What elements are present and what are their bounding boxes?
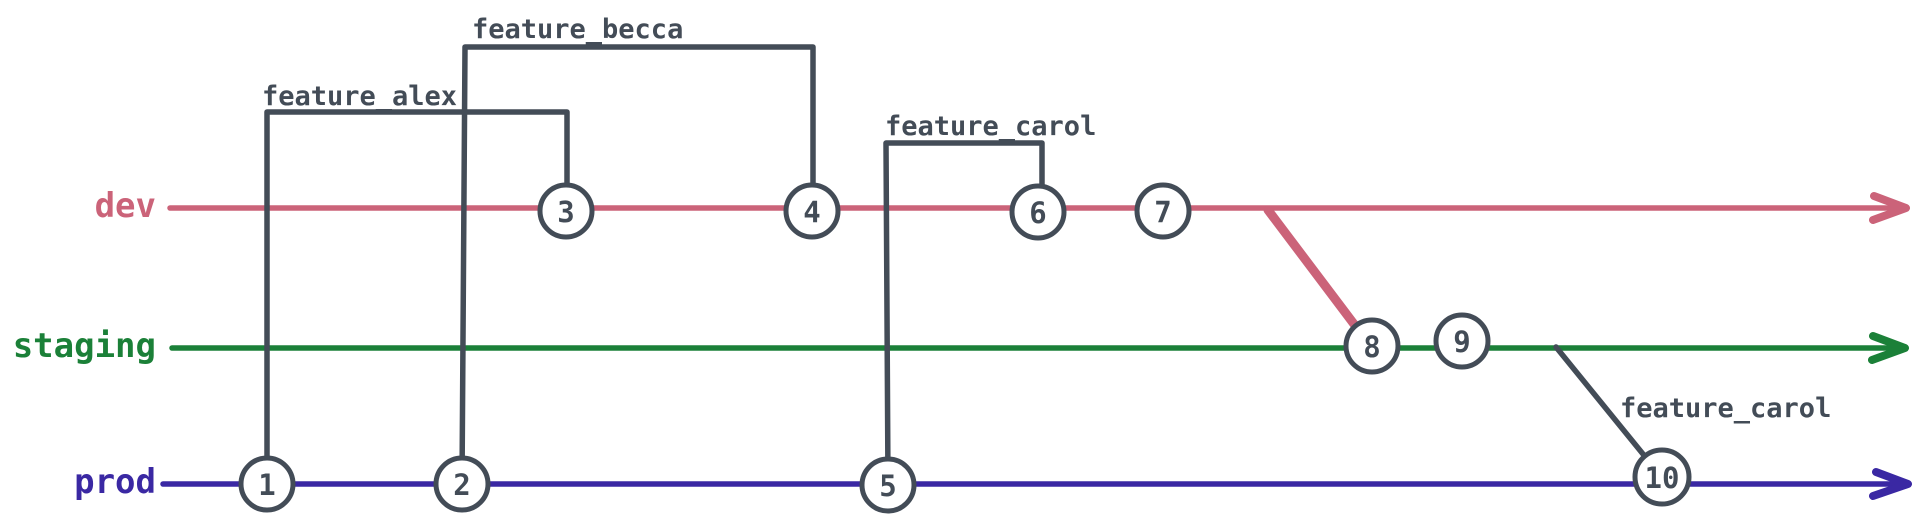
commit-node-8: 8 xyxy=(1343,317,1401,375)
commit-node-3: 3 xyxy=(537,182,595,240)
commit-node-9: 9 xyxy=(1433,312,1491,370)
feature-carol-2-path xyxy=(1553,344,1663,478)
feature-branch-becca: feature_becca xyxy=(459,14,816,487)
commit-circle xyxy=(859,456,917,514)
commit-node-6: 6 xyxy=(1009,183,1067,241)
commit-circle xyxy=(1433,312,1491,370)
prod-arrowhead-icon xyxy=(1869,468,1912,500)
commit-number: 8 xyxy=(1363,330,1380,364)
commit-number: 6 xyxy=(1029,196,1046,230)
commit-circle xyxy=(433,455,491,513)
feature-label-carol-2: feature_carol xyxy=(1620,393,1831,424)
commit-circle xyxy=(537,182,595,240)
feature-label-becca: feature_becca xyxy=(472,14,683,45)
commit-node-2: 2 xyxy=(433,455,491,513)
commit-number: 3 xyxy=(557,195,574,229)
commit-node-10: 10 xyxy=(1632,447,1692,507)
commit-number: 7 xyxy=(1154,195,1171,229)
commit-circle xyxy=(1343,317,1401,375)
dev-arrowhead-icon xyxy=(1869,192,1910,224)
feature-branch-carol-2: feature_carol xyxy=(1553,344,1831,478)
merge-dev-to-staging-line xyxy=(1263,205,1371,345)
feature-carol-path xyxy=(883,140,1045,487)
feature-becca-path xyxy=(459,44,816,487)
feature-branch-carol: feature_carol xyxy=(883,111,1096,487)
branch-dev: dev xyxy=(95,186,1910,226)
feature-alex-path xyxy=(264,109,570,487)
commit-circle xyxy=(783,182,841,240)
feature-label-carol: feature_carol xyxy=(885,111,1096,142)
staging-arrowhead-icon xyxy=(1868,332,1909,364)
feature-branch-alex: feature_alex xyxy=(262,81,570,487)
commit-circle xyxy=(1632,447,1692,507)
commit-node-5: 5 xyxy=(859,456,917,514)
commit-circle xyxy=(1009,183,1067,241)
commit-number: 9 xyxy=(1453,325,1470,359)
branch-label-dev: dev xyxy=(95,186,156,226)
commit-node-4: 4 xyxy=(783,182,841,240)
commit-node-1: 1 xyxy=(238,455,296,513)
feature-label-alex: feature_alex xyxy=(262,81,457,112)
commit-number: 2 xyxy=(453,468,470,502)
commit-circle xyxy=(238,455,296,513)
branch-label-staging: staging xyxy=(13,326,156,366)
commit-number: 5 xyxy=(879,469,896,503)
branch-prod: prod xyxy=(74,462,1912,502)
branch-label-prod: prod xyxy=(74,462,156,502)
commit-number: 4 xyxy=(803,195,820,229)
commit-node-7: 7 xyxy=(1134,182,1192,240)
commit-circle xyxy=(1134,182,1192,240)
branch-staging: staging xyxy=(13,326,1909,366)
commit-number: 1 xyxy=(258,468,275,502)
commit-number: 10 xyxy=(1645,461,1680,495)
